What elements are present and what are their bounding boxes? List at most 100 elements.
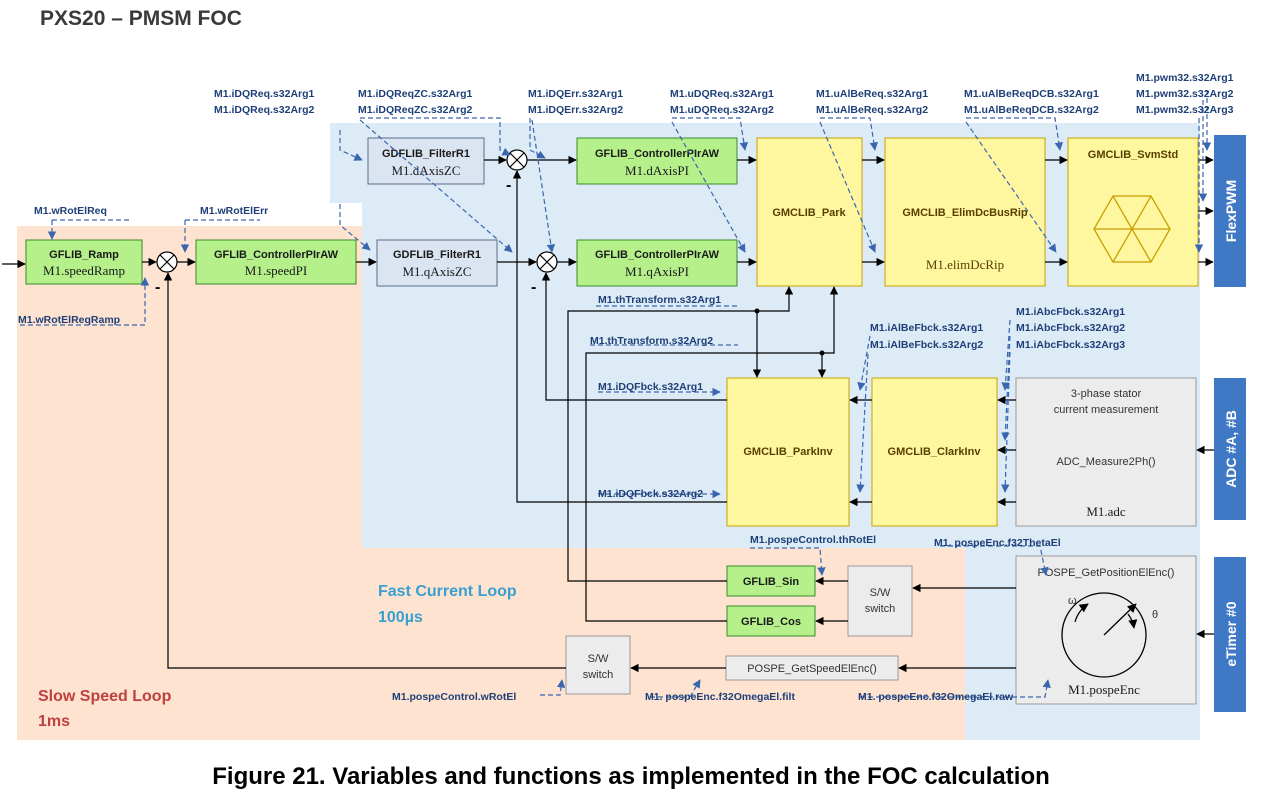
label-wRotElReq: M1.wRotElReq [34, 205, 107, 217]
sum-junction-speed [156, 251, 178, 273]
label-thTransform2: M1.thTransform.s32Arg2 [590, 335, 713, 347]
label-wRotElErr: M1.wRotElErr [200, 205, 268, 217]
adc-measure-func: ADC_Measure2Ph() [1056, 456, 1155, 468]
get-speed-block [725, 655, 899, 681]
fast-sw-switch-block [847, 565, 913, 637]
signal-lines [2, 155, 1214, 673]
clark-inv-block [871, 377, 998, 527]
get-position-block-var: M1.pospeEnc [1068, 682, 1140, 697]
variable-pointers [20, 90, 1212, 698]
label-iDQReqZC2: M1.iDQReqZC.s32Arg2 [358, 104, 473, 116]
clark-inv-block-name: GMCLIB_ClarkInv [888, 446, 982, 458]
label-uAlBeReqDCB2: M1.uAlBeReqDCB.s32Arg2 [964, 104, 1099, 116]
flexpwm-box [1214, 135, 1246, 287]
label-iDQFbck2: M1.iDQFbck.s32Arg2 [598, 488, 703, 500]
get-speed-block-name: POSPE_GetSpeedElEnc() [747, 663, 877, 675]
ramp-block-name: GFLIB_Ramp [49, 249, 119, 261]
label-uDQReq1: M1.uDQReq.s32Arg1 [670, 88, 774, 100]
cos-block [726, 605, 816, 637]
theta-symbol: θ [1152, 609, 1158, 621]
slow-loop-name: Slow Speed Loop [38, 688, 172, 705]
label-uDQReq2: M1.uDQReq.s32Arg2 [670, 104, 774, 116]
flexpwm-label: FlexPWM [1223, 180, 1239, 242]
label-iDQReq2: M1.iDQReq.s32Arg2 [214, 104, 315, 116]
encoder-rotor-icon [1061, 592, 1147, 678]
filter-d-block-var: M1.dAxisZC [392, 163, 461, 178]
figure-caption: Figure 21. Variables and functions as im… [212, 763, 1050, 790]
label-iAbcFbck3: M1.iAbcFbck.s32Arg3 [1016, 339, 1125, 351]
fast-loop-period: 100µs [378, 609, 423, 626]
d-axis-pi-block [576, 137, 738, 185]
park-inv-block [726, 377, 850, 527]
filter-q-block-name: GDFLIB_FilterR1 [393, 249, 481, 261]
adc-measure-line2: current measurement [1054, 404, 1159, 416]
speed-pi-block-var: M1.speedPI [245, 263, 307, 278]
page-title: PXS20 – PMSM FOC [40, 7, 242, 30]
q-axis-pi-block-var: M1.qAxisPI [625, 264, 689, 279]
label-pwm1: M1.pwm32.s32Arg1 [1136, 72, 1234, 84]
minus-sign-d: - [506, 177, 511, 194]
adc-measure-var: M1.adc [1086, 504, 1126, 519]
label-thTransform1: M1.thTransform.s32Arg1 [598, 294, 721, 306]
label-omegaFilt: M1. pospeEnc.f32OmegaEl.filt [645, 691, 795, 703]
filter-d-block [367, 137, 485, 185]
ramp-block-var: M1.speedRamp [43, 263, 125, 278]
label-iAbcFbck1: M1.iAbcFbck.s32Arg1 [1016, 306, 1125, 318]
adc-measure-line1: 3-phase stator [1071, 388, 1142, 400]
fast-loop-name: Fast Current Loop [378, 583, 517, 600]
park-inv-block-name: GMCLIB_ParkInv [743, 446, 833, 458]
svm-block [1067, 137, 1199, 287]
slow-loop-period: 1ms [38, 713, 70, 730]
d-axis-pi-block-var: M1.dAxisPI [625, 163, 689, 178]
sum-junction-d [506, 149, 528, 171]
cos-block-name: GFLIB_Cos [741, 616, 801, 628]
adc-measure-block [1015, 377, 1197, 527]
omega-symbol: ω [1068, 595, 1077, 607]
ramp-block [25, 239, 143, 285]
label-thetaEl: M1. pospeEnc.f32ThetaEl [934, 537, 1061, 549]
get-position-block-name: POSPE_GetPositionElEnc() [1038, 567, 1175, 579]
q-axis-pi-block-name: GFLIB_ControllerPIrAW [595, 249, 720, 261]
label-iAlBeFbck1: M1.iAlBeFbck.s32Arg1 [870, 322, 983, 334]
label-uAlBeReqDCB1: M1.uAlBeReqDCB.s32Arg1 [964, 88, 1099, 100]
elim-dc-bus-rip-block-name: GMCLIB_ElimDcBusRip [902, 207, 1028, 219]
elim-dc-bus-rip-block [884, 137, 1046, 287]
filter-q-block [376, 239, 498, 287]
slow-sw-switch-line2: switch [583, 669, 614, 681]
label-iDQReq1: M1.iDQReq.s32Arg1 [214, 88, 315, 100]
label-thRotEl: M1.pospeControl.thRotEl [750, 534, 876, 546]
speed-pi-block-name: GFLIB_ControllerPIrAW [214, 249, 339, 261]
slow-sw-switch-line1: S/W [588, 653, 609, 665]
d-axis-pi-block-name: GFLIB_ControllerPIrAW [595, 148, 720, 160]
label-iDQReqZC1: M1.iDQReqZC.s32Arg1 [358, 88, 473, 100]
etimer-label: eTimer #0 [1223, 601, 1239, 666]
etimer-box [1214, 557, 1246, 712]
label-pwm2: M1.pwm32.s32Arg2 [1136, 88, 1234, 100]
label-iDQErr1: M1.iDQErr.s32Arg1 [528, 88, 623, 100]
fast-sw-switch-line1: S/W [870, 587, 891, 599]
elim-dc-bus-rip-block-var: M1.elimDcRip [926, 257, 1004, 272]
label-omegaRaw: M1. pospeEnc.f32OmegaEl.raw [858, 691, 1014, 703]
minus-sign-q: - [531, 279, 536, 296]
q-axis-pi-block [576, 239, 738, 287]
label-wRotEl: M1.pospeControl.wRotEl [392, 691, 516, 703]
label-pwm3: M1.pwm32.s32Arg3 [1136, 104, 1234, 116]
adc-peripheral-box [1214, 378, 1246, 520]
label-iDQFbck1: M1.iDQFbck.s32Arg1 [598, 381, 703, 393]
label-uAlBeReq2: M1.uAlBeReq.s32Arg2 [816, 104, 928, 116]
fast-sw-switch-line2: switch [865, 603, 896, 615]
label-iAbcFbck2: M1.iAbcFbck.s32Arg2 [1016, 322, 1125, 334]
sin-block [726, 565, 816, 597]
sin-block-name: GFLIB_Sin [743, 576, 800, 588]
svm-block-name: GMCLIB_SvmStd [1088, 149, 1178, 161]
label-iAlBeFbck2: M1.iAlBeFbck.s32Arg2 [870, 339, 983, 351]
filter-d-block-name: GDFLIB_FilterR1 [382, 148, 470, 160]
slow-sw-switch-block [565, 635, 631, 695]
label-uAlBeReq1: M1.uAlBeReq.s32Arg1 [816, 88, 928, 100]
label-wRotElReqRamp: M1.wRotElReqRamp [18, 314, 120, 326]
adc-peripheral-label: ADC #A, #B [1223, 410, 1239, 488]
park-block [756, 137, 863, 287]
hexagon-icon [1093, 195, 1171, 263]
park-block-name: GMCLIB_Park [772, 207, 846, 219]
